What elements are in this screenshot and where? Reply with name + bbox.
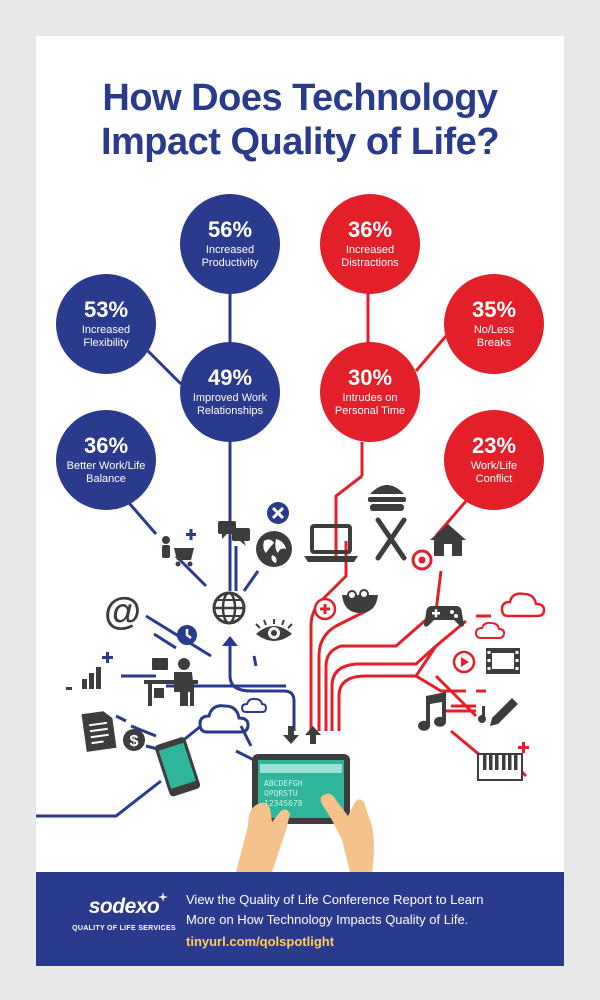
cloud-icon [500,592,546,618]
stat-label-line: No/Less [473,324,515,336]
svg-text:@: @ [104,591,141,633]
food-bowl-icon [342,589,378,613]
technology-illustration: @ [36,291,546,872]
stat-label-line: Relationships [196,405,264,417]
play-icon [452,650,476,674]
tablet-screen-line-1: ABCDEFGH [264,779,303,788]
film-icon [486,648,520,674]
arrow-down-icon [283,726,299,744]
close-icon [267,502,289,524]
bar-chart-icon [66,667,101,690]
stat-percent: 53% [83,297,129,322]
stat-percent: 30% [347,365,393,390]
footer-text-line-2: More on How Technology Impacts Quality o… [186,912,469,927]
stat-bubble-better-work-life-balance: 36% Better Work/Life Balance [56,410,156,510]
stat-bubble-increased-flexibility: 53% Increased Flexibility [56,274,156,374]
home-icon [430,524,466,556]
footer-banner: sodexo QUALITY OF LIFE SERVICES View the… [36,872,564,966]
tablet-screen-line-2: OPQRSTU [264,789,298,798]
star-icon [158,892,168,902]
plus-icon [518,742,529,753]
stat-label-line: Increased [345,244,395,256]
title-line-2: Impact Quality of Life? [100,121,500,163]
cloud-icon [240,697,268,713]
sodexo-logo: sodexo [88,895,160,918]
pencil-icon [478,698,518,726]
stat-label-line: Increased [205,244,255,256]
sodexo-tagline: QUALITY OF LIFE SERVICES [72,925,176,932]
stat-percent: 35% [471,297,517,322]
title-line-1: How Does Technology [102,77,498,119]
stat-label-line: Conflict [475,473,513,485]
smartphone-icon [155,737,201,797]
stat-bubble-intrudes-on-personal-time: 30% Intrudes on Personal Time [320,342,420,442]
at-sign-icon: @ [104,591,141,633]
piano-icon [477,753,523,781]
chat-bubbles-icon [218,521,250,546]
stat-label-line: Breaks [476,337,512,349]
burger-icon [368,485,406,511]
stat-percent: 49% [207,365,253,390]
arrow-up-icon [305,726,321,744]
stat-label-line: Flexibility [83,337,129,349]
stat-label-line: Increased [81,324,131,336]
hands-icon [236,793,374,872]
gamepad-icon [424,606,464,627]
stat-label-line: Distractions [341,257,399,269]
stat-bubble-work-life-conflict: 23% Work/Life Conflict [444,410,544,510]
plus-icon [102,652,113,663]
footer-text-line-1: View the Quality of Life Conference Repo… [186,892,484,907]
shopping-cart-icon [162,536,194,567]
cloud-icon [474,621,506,639]
stat-label-line: Better Work/Life [66,460,146,472]
stat-label-line: Balance [86,473,126,485]
eye-icon [255,619,293,641]
stat-label-line: Intrudes on [342,392,398,404]
svg-text:$: $ [130,733,139,750]
stat-bubble-no-less-breaks: 35% No/Less Breaks [444,274,544,374]
cloud-icon [198,704,250,734]
document-icon [81,711,117,752]
globe-icon [212,591,246,625]
arrow-up-icon [222,636,238,646]
report-link[interactable]: tinyurl.com/qolspotlight [186,934,335,949]
music-note-icon [418,692,446,731]
stat-bubble-increased-productivity: 56% Increased Productivity [180,194,280,294]
plus-icon [313,597,337,621]
stat-label-line: Work/Life [470,460,518,472]
stat-percent: 56% [207,217,253,242]
red-connectors [309,291,528,778]
stat-label-line: Improved Work [192,392,268,404]
plus-icon [186,529,196,540]
stat-percent: 36% [83,433,129,458]
infographic-card: How Does Technology Impact Quality of Li… [36,36,564,966]
stat-label-line: Personal Time [334,405,406,417]
clock-icon [177,625,197,645]
stat-percent: 23% [471,433,517,458]
tablet-screen-line-3: 12345678 [264,799,303,808]
globe-icon [256,531,292,567]
stat-percent: 36% [347,217,393,242]
laptop-icon [304,524,358,562]
stat-label-line: Productivity [201,257,259,269]
worker-at-desk-icon [144,658,198,706]
dollar-icon: $ [123,729,145,751]
stat-bubble-increased-distractions: 36% Increased Distractions [320,194,420,294]
target-icon [411,549,433,571]
fork-knife-icon [375,517,407,561]
stat-bubble-improved-work-relationships: 49% Improved Work Relationships [180,342,280,442]
